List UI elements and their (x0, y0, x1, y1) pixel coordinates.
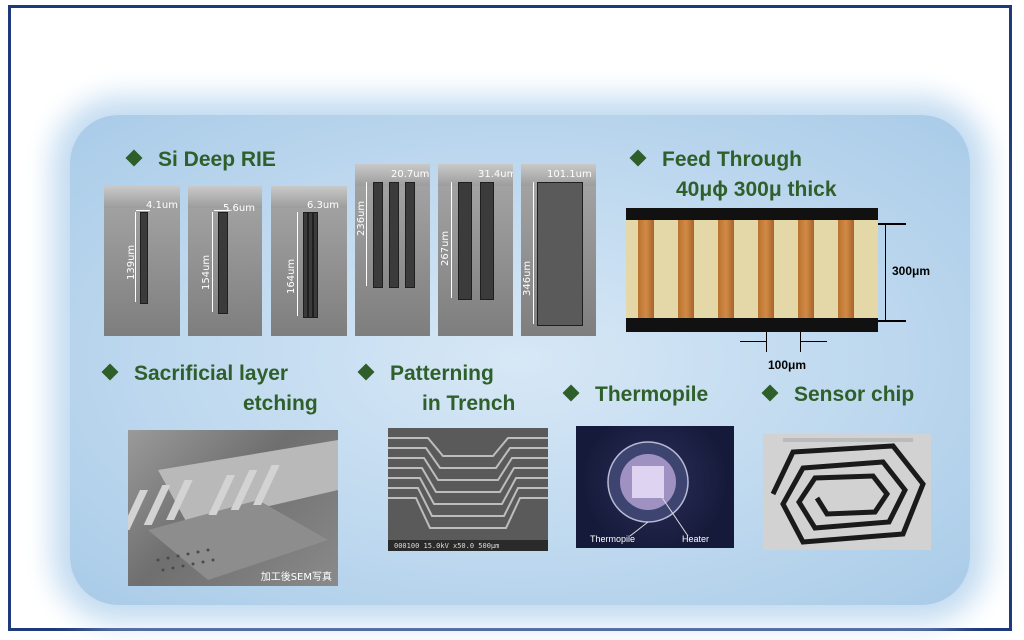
heading-sacrificial: Sacrificial layer (101, 360, 288, 388)
trench-depth-label: 267um (440, 230, 451, 266)
dimension-line (878, 223, 906, 225)
dimension-line (800, 332, 801, 352)
heading-patterning-line2: in Trench (422, 392, 516, 415)
heading-sensor-chip: Sensor chip (761, 381, 914, 409)
trench-depth-label: 236um (356, 200, 367, 236)
sacrificial-sem-image: 加工後SEM写真 (128, 430, 338, 586)
sem-trench-image: 4.1um 139um (104, 186, 180, 336)
diamond-bullet-icon (357, 363, 375, 381)
pitch-label: 100μm (768, 358, 807, 372)
sensor-chip-image (763, 434, 931, 550)
sem-trench-image: 31.4um 267um (438, 164, 513, 336)
sem-caption: 加工後SEM写真 (260, 572, 332, 583)
trench-width-label: 4.1um (146, 200, 178, 211)
diamond-bullet-icon (761, 384, 779, 402)
heading-sacrificial-line2: etching (243, 392, 318, 415)
sem-trench-image: 101.1um 346um (521, 164, 596, 336)
thermopile-image: Thermopile Heater (576, 426, 734, 548)
dimension-line (878, 320, 906, 322)
sem-trench-image: 20.7um 236um (355, 164, 430, 336)
heading-patterning: Patterning (357, 360, 494, 388)
slide-frame (8, 5, 1012, 631)
feed-through-cross-section (626, 208, 878, 332)
diamond-bullet-icon (125, 149, 143, 167)
trench-width-label: 31.4um (478, 169, 513, 180)
trench-width-label: 20.7um (391, 169, 430, 180)
dimension-line (885, 225, 886, 320)
heading-feed-through-spec: 40μϕ 300μ thick (676, 178, 837, 201)
thermopile-label: Thermopile (590, 534, 636, 544)
trench-width-label: 6.3um (307, 200, 339, 211)
heading-thermopile: Thermopile (562, 381, 708, 409)
diamond-bullet-icon (101, 363, 119, 381)
diamond-bullet-icon (562, 384, 580, 402)
sem-caption: 000100 15.0kV x50.0 500μm (394, 542, 500, 550)
thickness-label: 300μm (892, 264, 931, 278)
trench-width-label: 5.6um (223, 203, 255, 214)
trench-depth-label: 139um (126, 244, 137, 280)
heater-label: Heater (682, 534, 710, 544)
patterning-sem-image: 000100 15.0kV x50.0 500μm (388, 428, 548, 551)
sem-trench-image: 6.3um 164um (271, 186, 347, 336)
arrow-left-icon (801, 341, 827, 342)
trench-depth-label: 154um (201, 254, 212, 290)
trench-width-label: 101.1um (547, 169, 592, 180)
trench-depth-label: 164um (286, 258, 297, 294)
heading-feed-through: Feed Through (629, 146, 802, 174)
heading-si-deep-rie: Si Deep RIE (125, 146, 276, 174)
sem-trench-image: 5.6um 154um (188, 186, 262, 336)
dimension-line (766, 332, 767, 352)
trench-depth-label: 346um (522, 260, 533, 296)
diamond-bullet-icon (629, 149, 647, 167)
arrow-right-icon (740, 341, 766, 342)
